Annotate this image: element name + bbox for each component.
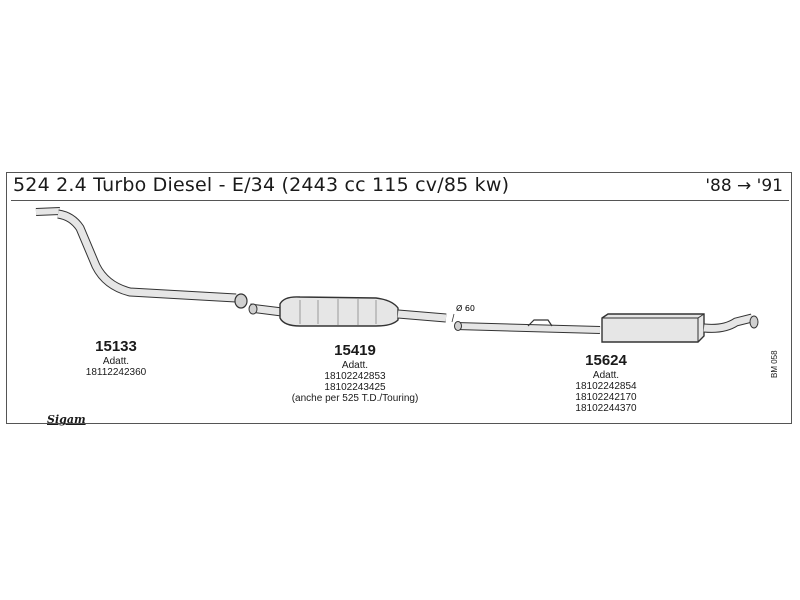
part-label-15133: 15133 Adatt. 18112242360	[66, 338, 166, 378]
brand-logo: Sigam	[47, 413, 86, 426]
part-code: 18102243425	[324, 382, 386, 393]
diameter-callout: Ø 60	[451, 303, 475, 323]
title-row: 524 2.4 Turbo Diesel - E/34 (2443 cc 115…	[11, 173, 789, 201]
part-label: Adatt.	[341, 360, 369, 371]
sheet-code: BM 058	[770, 350, 779, 378]
part-code: 18102242853	[324, 371, 386, 382]
rear-silencer-15624	[454, 313, 759, 343]
part-label: Adatt.	[102, 356, 130, 367]
part-number: 15624	[585, 352, 627, 369]
part-note: (anche per 525 T.D./Touring)	[291, 393, 419, 404]
center-silencer-15419	[248, 296, 447, 327]
part-code: 18102242170	[575, 392, 637, 403]
year-range: '88 → '91	[705, 176, 783, 196]
part-number: 15133	[95, 338, 137, 355]
pipe-diameter-label: Ø 60	[456, 303, 475, 313]
part-code: 18112242360	[85, 367, 147, 378]
part-label-15624: 15624 Adatt. 18102242854 18102242170 181…	[556, 352, 656, 414]
catalog-frame: 524 2.4 Turbo Diesel - E/34 (2443 cc 115…	[6, 172, 792, 426]
part-label-15419: 15419 Adatt. 18102242853 18102243425 (an…	[270, 342, 440, 404]
part-code: 18102242854	[575, 381, 637, 392]
model-title: 524 2.4 Turbo Diesel - E/34 (2443 cc 115…	[13, 174, 510, 196]
front-pipe-15133	[35, 207, 248, 309]
part-code: 18102244370	[575, 403, 637, 414]
part-number: 15419	[334, 342, 376, 359]
part-label: Adatt.	[592, 370, 620, 381]
